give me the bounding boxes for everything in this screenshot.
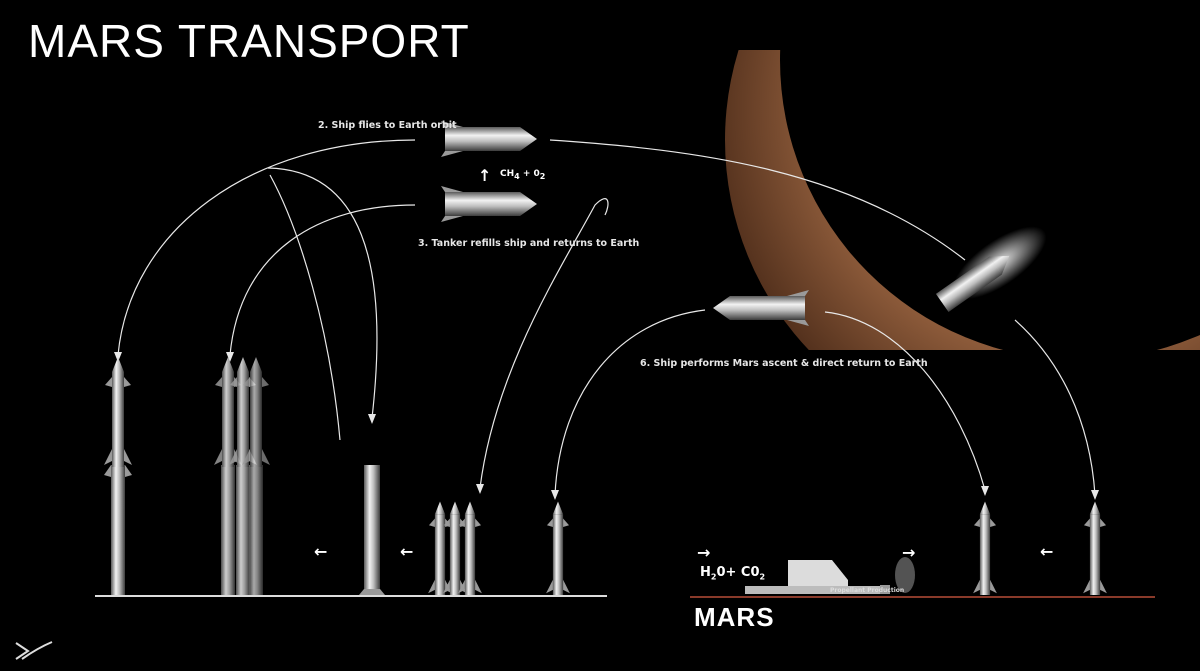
landed-ship-earth (546, 501, 570, 595)
mars-ship-landed (1083, 501, 1107, 595)
path-mars-landing (1014, 319, 1096, 496)
arrow-right-icon: → (902, 543, 916, 562)
tanker-stacks (214, 357, 270, 595)
booster-stack-1 (104, 357, 132, 595)
propellant-plant-label: Propellant Production (830, 587, 905, 594)
path-tanker-to-orbit (229, 204, 416, 356)
orbit-ship (441, 121, 537, 157)
path-tanker-return (267, 167, 378, 419)
mars-ship-ascent (973, 501, 997, 595)
path-return-to-earth (554, 309, 706, 496)
tanker-ship (441, 186, 537, 222)
path-to-mars (549, 139, 966, 261)
arrow-right-icon: → (697, 543, 711, 562)
returned-booster (359, 465, 385, 595)
step-3-label: 3. Tanker refills ship and returns to Ea… (418, 238, 640, 249)
path-tanker-return-2 (269, 174, 341, 441)
mars-propellant-formula: H20+ C02 (700, 565, 766, 582)
mars-planet (725, 50, 1200, 350)
arrow-left-icon: ← (314, 542, 328, 561)
flight-paths (117, 139, 1096, 496)
arrow-left-icon: ← (1040, 542, 1054, 561)
landed-tankers (428, 501, 482, 595)
path-ship-to-orbit (117, 139, 416, 356)
mars-entry-ship (935, 226, 1047, 312)
path-tanker-landing (479, 198, 609, 489)
step-6-label: 6. Ship performs Mars ascent & direct re… (640, 358, 928, 369)
path-mars-ascent (824, 311, 986, 491)
arrow-left-icon: ← (400, 542, 414, 561)
mars-ground-label: MARS (694, 602, 775, 632)
page-title: MARS TRANSPORT (28, 15, 470, 67)
return-ship (713, 290, 809, 326)
spacex-x-logo-icon (15, 641, 53, 660)
step-2-label: 2. Ship flies to Earth orbit (318, 120, 457, 131)
propellant-plant (745, 557, 915, 594)
arrow-up-icon: ↑ (478, 166, 492, 185)
earth-propellant-formula: CH4 + 02 (500, 169, 546, 181)
